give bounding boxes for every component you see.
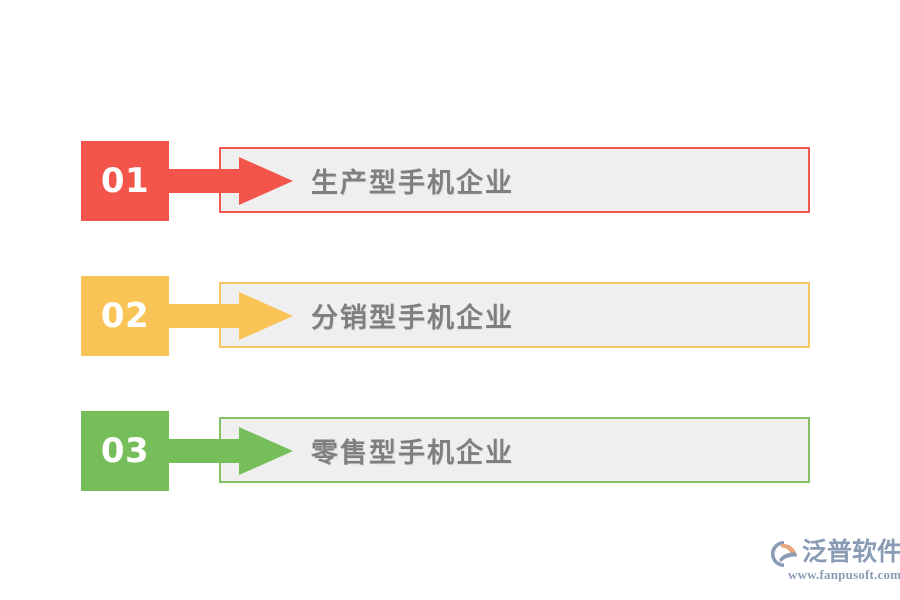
row-number-block: 02 [81, 276, 169, 356]
row-number-block: 01 [81, 141, 169, 221]
row-title: 零售型手机企业 [311, 437, 514, 469]
brand-logo: 泛普软件 www.fanpusoft.com [768, 536, 900, 586]
arrow-icon [161, 157, 293, 205]
arrow-icon [161, 427, 293, 475]
logo-url: www.fanpusoft.com [788, 567, 900, 582]
row-panel [219, 147, 810, 213]
row-title: 生产型手机企业 [311, 167, 514, 199]
row-number: 01 [100, 161, 150, 201]
row-number: 02 [100, 296, 150, 336]
row-title: 分销型手机企业 [311, 302, 514, 334]
row-number-block: 03 [81, 411, 169, 491]
logo-wordmark: 泛普软件 [802, 537, 900, 566]
arrow-row[interactable]: 01 生产型手机企业 [81, 141, 810, 221]
row-panel [219, 417, 810, 483]
arrow-row[interactable]: 03 零售型手机企业 [81, 411, 810, 491]
arrow-icon [161, 292, 293, 340]
fanpu-swoosh-logo-icon [771, 541, 797, 567]
row-panel [219, 282, 810, 348]
arrow-row[interactable]: 02 分销型手机企业 [81, 276, 810, 356]
row-number: 03 [100, 431, 150, 471]
